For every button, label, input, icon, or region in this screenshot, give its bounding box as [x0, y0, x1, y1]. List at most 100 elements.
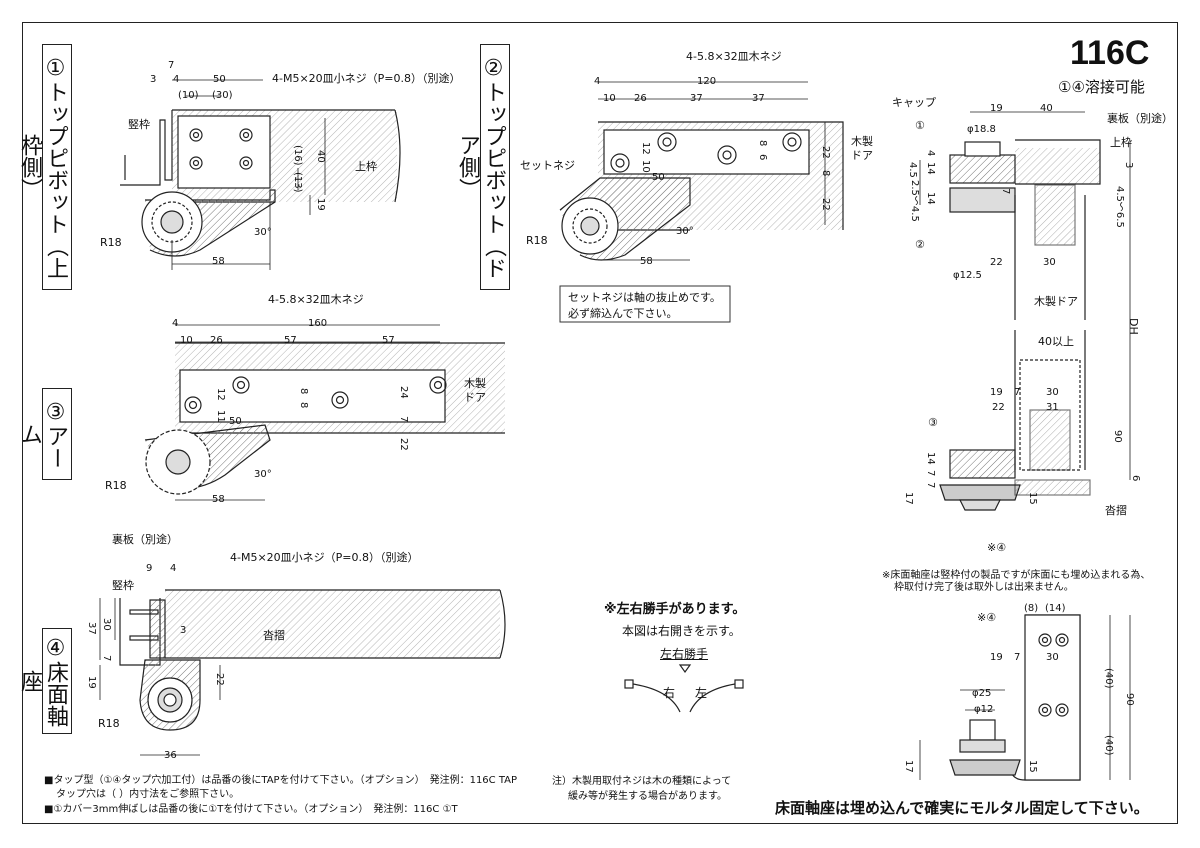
- s1-dim-30: (30): [212, 90, 233, 101]
- right-dh-label: DH: [1127, 318, 1140, 335]
- footnote-tap-2: タップ穴は（ ）内寸法をご参照下さい。: [56, 789, 240, 800]
- s3-dim-8b: 8: [298, 402, 309, 409]
- s2-dim-50: 50: [652, 172, 665, 183]
- s2-screw-label: 4-5.8×32皿木ネジ: [686, 50, 782, 63]
- s3-dim-4: 4: [172, 318, 179, 329]
- rd-30b: 30: [1046, 387, 1059, 398]
- s1-screw-label: 4-M5×20皿小ネジ（P=0.8）（別途）: [272, 72, 461, 85]
- footnote-cover: ■①カバー3mm伸ばしは品番の後に①Tを付けて下さい。（オプション） 発注例：1…: [44, 804, 458, 815]
- s4-dim-19: 19: [86, 676, 97, 689]
- s4-dim-9: 9: [146, 563, 153, 574]
- rd-15b: 15: [1027, 760, 1038, 773]
- handedness-diagram: [624, 664, 744, 713]
- s2-dim-6: 6: [757, 154, 768, 161]
- right-mark-2: ②: [915, 238, 925, 251]
- rd-19b: 19: [990, 387, 1003, 398]
- rd-14a: 14: [925, 162, 936, 175]
- s2-dim-10: 10: [603, 93, 616, 104]
- s4-dim-36: 36: [164, 750, 177, 761]
- s2-door-label: 木製 ドア: [851, 135, 873, 162]
- right-top-label: 上枠: [1110, 136, 1132, 149]
- s3-dim-8a: 8: [298, 388, 309, 395]
- s4-screw-label: 4-M5×20皿小ネジ（P=0.8）（別途）: [230, 551, 419, 564]
- rd-19: 19: [990, 103, 1003, 114]
- s2-dim-37a: 37: [690, 93, 703, 104]
- rd-17a: 17: [903, 492, 914, 505]
- rd-22b: 22: [992, 402, 1005, 413]
- s3-r-label: R18: [105, 479, 127, 492]
- right-mark-1: ①: [915, 119, 925, 132]
- rd-7a: 7: [1000, 188, 1011, 195]
- footnote-wood-2: 緩み等が発生する場合があります。: [568, 791, 727, 802]
- s1-dim-40: 40: [315, 150, 326, 163]
- rd-phi25: φ25: [972, 688, 992, 699]
- section-4-title: ④床面軸座: [17, 628, 72, 734]
- s1-dim-13: (13): [292, 172, 303, 193]
- section-1-drawing: [120, 79, 401, 270]
- s4-sill-label: 沓摺: [263, 629, 285, 642]
- section-2-title: ②トップピボット（ドア側）: [455, 44, 510, 290]
- s2-dim-8a: 8: [757, 140, 768, 147]
- s3-door-label: 木製 ドア: [464, 377, 486, 404]
- rd-17b: 17: [903, 760, 914, 773]
- s3-dim-160: 160: [308, 318, 328, 329]
- rd-40: 40: [1040, 103, 1053, 114]
- s3-dim-50: 50: [229, 416, 242, 427]
- right-note-line-1: ※床面軸座は竪枠付の製品ですが床面にも埋め込まれる為、: [882, 570, 1151, 581]
- s2-dim-angle: 30°: [676, 226, 694, 237]
- s1-r-label: R18: [100, 236, 122, 249]
- rd-19c: 19: [990, 652, 1003, 663]
- s1-dim-3: 3: [150, 74, 157, 85]
- s1-dim-7: 7: [168, 60, 175, 71]
- set-screw-note-box: [559, 285, 731, 323]
- rd-7b: 7: [1014, 387, 1021, 398]
- handedness-sub: 本図は右開きを示す。: [622, 624, 741, 638]
- rd-6: 6: [1130, 475, 1141, 482]
- right-cap-label: キャップ: [892, 96, 936, 109]
- s3-dim-57b: 57: [382, 335, 395, 346]
- s1-dim-50: 50: [213, 74, 226, 85]
- rd-22a: 22: [990, 257, 1003, 268]
- s2-dim-37b: 37: [752, 93, 765, 104]
- handedness-label: 左右勝手: [660, 647, 709, 661]
- rd-2-5: 2.5～4.5: [909, 180, 920, 222]
- rd-90a: 90: [1112, 430, 1123, 443]
- rd-31: 31: [1046, 402, 1059, 413]
- section-4-drawing: [99, 589, 506, 756]
- s2-dim-10b: 10: [640, 160, 651, 173]
- s1-top-label: 上枠: [355, 160, 377, 173]
- rd-15a: 15: [1027, 492, 1038, 505]
- right-note-line-2: 枠取付け完了後は取外しは出来ません。: [894, 582, 1074, 593]
- s3-dim-12: 12: [215, 388, 226, 401]
- s2-note-line-1: セットネジは軸の抜止めです。: [568, 291, 721, 304]
- s2-set-screw-label: セットネジ: [520, 159, 575, 172]
- rd-40a: (40): [1103, 668, 1114, 689]
- rd-4-5: 4.5: [907, 162, 918, 178]
- rd-phi12: φ12: [974, 704, 994, 715]
- s3-dim-24: 24: [398, 386, 409, 399]
- s2-dim-120: 120: [697, 76, 717, 87]
- s3-dim-7: 7: [398, 416, 409, 423]
- s3-dim-58: 58: [212, 494, 225, 505]
- s1-dim-angle: 30°: [254, 227, 272, 238]
- right-over40-label: 40以上: [1038, 335, 1074, 348]
- s2-dim-8b: 8: [820, 170, 831, 177]
- s2-dim-22b: 22: [820, 198, 831, 211]
- s4-dim-7: 7: [101, 655, 112, 662]
- s2-dim-26: 26: [634, 93, 647, 104]
- right-door-label: 木製ドア: [1034, 295, 1078, 308]
- s3-dim-10: 10: [180, 335, 193, 346]
- rd-phi18: φ18.8: [967, 124, 996, 135]
- rd-7e: 7: [1014, 652, 1021, 663]
- rd-14c: 14: [925, 452, 936, 465]
- right-backplate-label: 裏板（別途）: [1107, 112, 1173, 125]
- section-2-drawing: [559, 81, 844, 261]
- right-mark-3: ③: [928, 416, 938, 429]
- s4-dim-30: 30: [101, 618, 112, 631]
- s4-r-label: R18: [98, 717, 120, 730]
- s3-dim-22: 22: [398, 438, 409, 451]
- product-code: 116C: [1070, 34, 1150, 72]
- weld-note: ①④溶接可能: [1058, 78, 1145, 96]
- s4-backplate-label: 裏板（別途）: [112, 533, 178, 546]
- section-3-drawing: [144, 324, 505, 501]
